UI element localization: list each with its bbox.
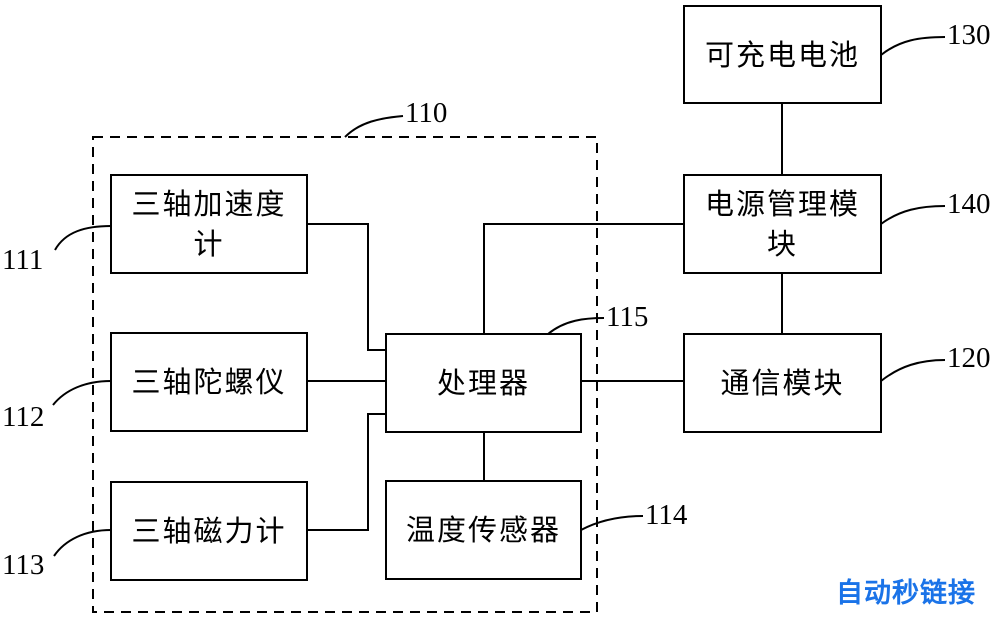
communication-module-label: 通信模块 (720, 366, 845, 400)
ref-label-battery: 130 (947, 19, 991, 51)
leader-lines (52, 36, 946, 557)
ref-label-gyroscope: 112 (2, 401, 45, 433)
processor-label: 处理器 (436, 366, 530, 400)
temp-sensor-label: 温度传感器 (405, 513, 561, 547)
accelerometer-block: 三轴加速度计 (110, 174, 308, 274)
connector-lines (307, 103, 783, 531)
gyroscope-label: 三轴陀螺仪 (131, 365, 287, 399)
magnetometer-block: 三轴磁力计 (110, 481, 308, 581)
battery-label: 可充电电池 (704, 37, 860, 72)
watermark-text: 自动秒链接 (836, 578, 976, 609)
power-management-label: 电源管理模块 (704, 187, 860, 261)
ref-label-power-management: 140 (947, 188, 991, 220)
communication-module-block: 通信模块 (683, 333, 882, 433)
magnetometer-label: 三轴磁力计 (131, 514, 287, 548)
gyroscope-block: 三轴陀螺仪 (110, 332, 308, 432)
power-management-block: 电源管理模块 (683, 174, 882, 274)
accelerometer-label: 三轴加速度计 (131, 187, 287, 261)
ref-label-magnetometer: 113 (2, 549, 45, 581)
ref-label-processor: 115 (606, 301, 649, 333)
temp-sensor-block: 温度传感器 (385, 480, 582, 580)
battery-block: 可充电电池 (683, 5, 882, 104)
ref-label-accelerometer: 111 (2, 244, 44, 276)
sensor-group-boundary (92, 136, 598, 613)
processor-block: 处理器 (385, 333, 582, 433)
ref-label-group: 110 (405, 97, 448, 129)
ref-label-temp-sensor: 114 (645, 499, 688, 531)
ref-label-communication-module: 120 (947, 342, 991, 374)
